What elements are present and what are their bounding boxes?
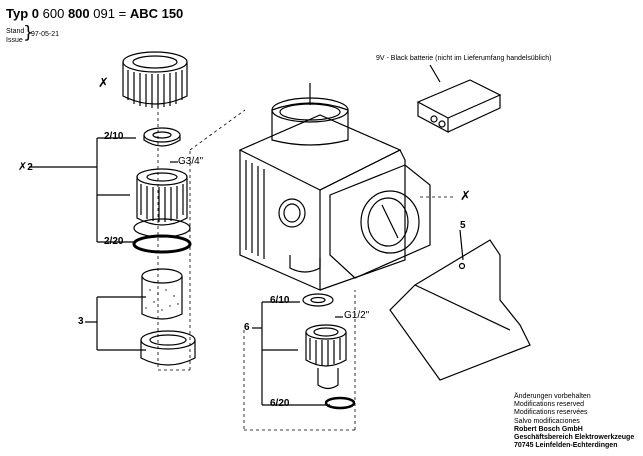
o-ring-6-20 bbox=[324, 396, 356, 410]
footer-line: Salvo modificaciones bbox=[514, 417, 580, 425]
o-ring-2-20 bbox=[132, 234, 192, 254]
model-name: ABC 150 bbox=[129, 6, 184, 21]
typ-bold: 800 bbox=[67, 6, 90, 21]
connector-g12 bbox=[305, 324, 347, 390]
thread-label-g12: G1/2" bbox=[344, 310, 370, 321]
stand-issue: Stand Issue bbox=[6, 27, 24, 45]
part-label-2-20: 2/20 bbox=[104, 236, 124, 247]
brace-icon: } bbox=[23, 23, 34, 43]
washer-2-10 bbox=[143, 127, 181, 147]
part-label-3: 3 bbox=[78, 316, 84, 327]
cover-5 bbox=[389, 239, 531, 381]
typ-label: Typ 0 bbox=[6, 6, 39, 21]
group-6-bracket bbox=[252, 301, 330, 406]
part-label-2: ✗2 bbox=[18, 160, 33, 173]
stand-label: Stand bbox=[6, 28, 25, 35]
not-available-x-icon: ✗ bbox=[98, 76, 109, 91]
footer-legal: Änderungen vorbehalten Modifications res… bbox=[514, 393, 634, 450]
filter-cylinder bbox=[141, 268, 183, 320]
timer-housing bbox=[238, 97, 431, 291]
part-label-6-10: 6/10 bbox=[270, 295, 290, 306]
part-label-2-10: 2/10 bbox=[104, 131, 124, 142]
connector-g34 bbox=[133, 168, 191, 238]
thread-label-g34: G3/4" bbox=[178, 156, 204, 167]
part-label-6-20: 6/20 bbox=[270, 398, 290, 409]
footer-company: Robert Bosch GmbH bbox=[514, 425, 583, 433]
footer-line: Modifications reserved bbox=[514, 401, 585, 409]
union-nut bbox=[122, 51, 188, 108]
not-available-x-icon: ✗ bbox=[460, 189, 471, 204]
issue-date: 97-05-21 bbox=[31, 31, 60, 38]
document-title: Typ 0 600 800 091 = ABC 150 bbox=[6, 6, 183, 21]
typ-mid: 600 bbox=[42, 6, 65, 21]
group-3-bracket bbox=[85, 296, 146, 351]
footer-division: Geschäftsbereich Elektrowerkzeuge bbox=[514, 434, 635, 442]
leader-5 bbox=[459, 229, 464, 261]
filter-cup bbox=[140, 330, 196, 366]
footer-address: 70745 Leinfelden-Echterdingen bbox=[514, 442, 618, 450]
typ-rest: 091 = bbox=[93, 6, 127, 21]
washer-6-10 bbox=[302, 293, 334, 307]
issue-label: Issue bbox=[6, 37, 23, 44]
part-label-5: 5 bbox=[460, 220, 466, 231]
battery-9v bbox=[416, 79, 502, 133]
guide-lines bbox=[157, 100, 455, 431]
footer-line: Modifications reservées bbox=[514, 409, 588, 417]
group-2-bracket bbox=[29, 137, 136, 243]
battery-note: 9V - Black batterie (nicht im Lieferumfa… bbox=[376, 55, 552, 62]
leader-note bbox=[429, 64, 441, 83]
part-label-6: 6 bbox=[244, 322, 250, 333]
footer-line: Änderungen vorbehalten bbox=[514, 393, 591, 400]
